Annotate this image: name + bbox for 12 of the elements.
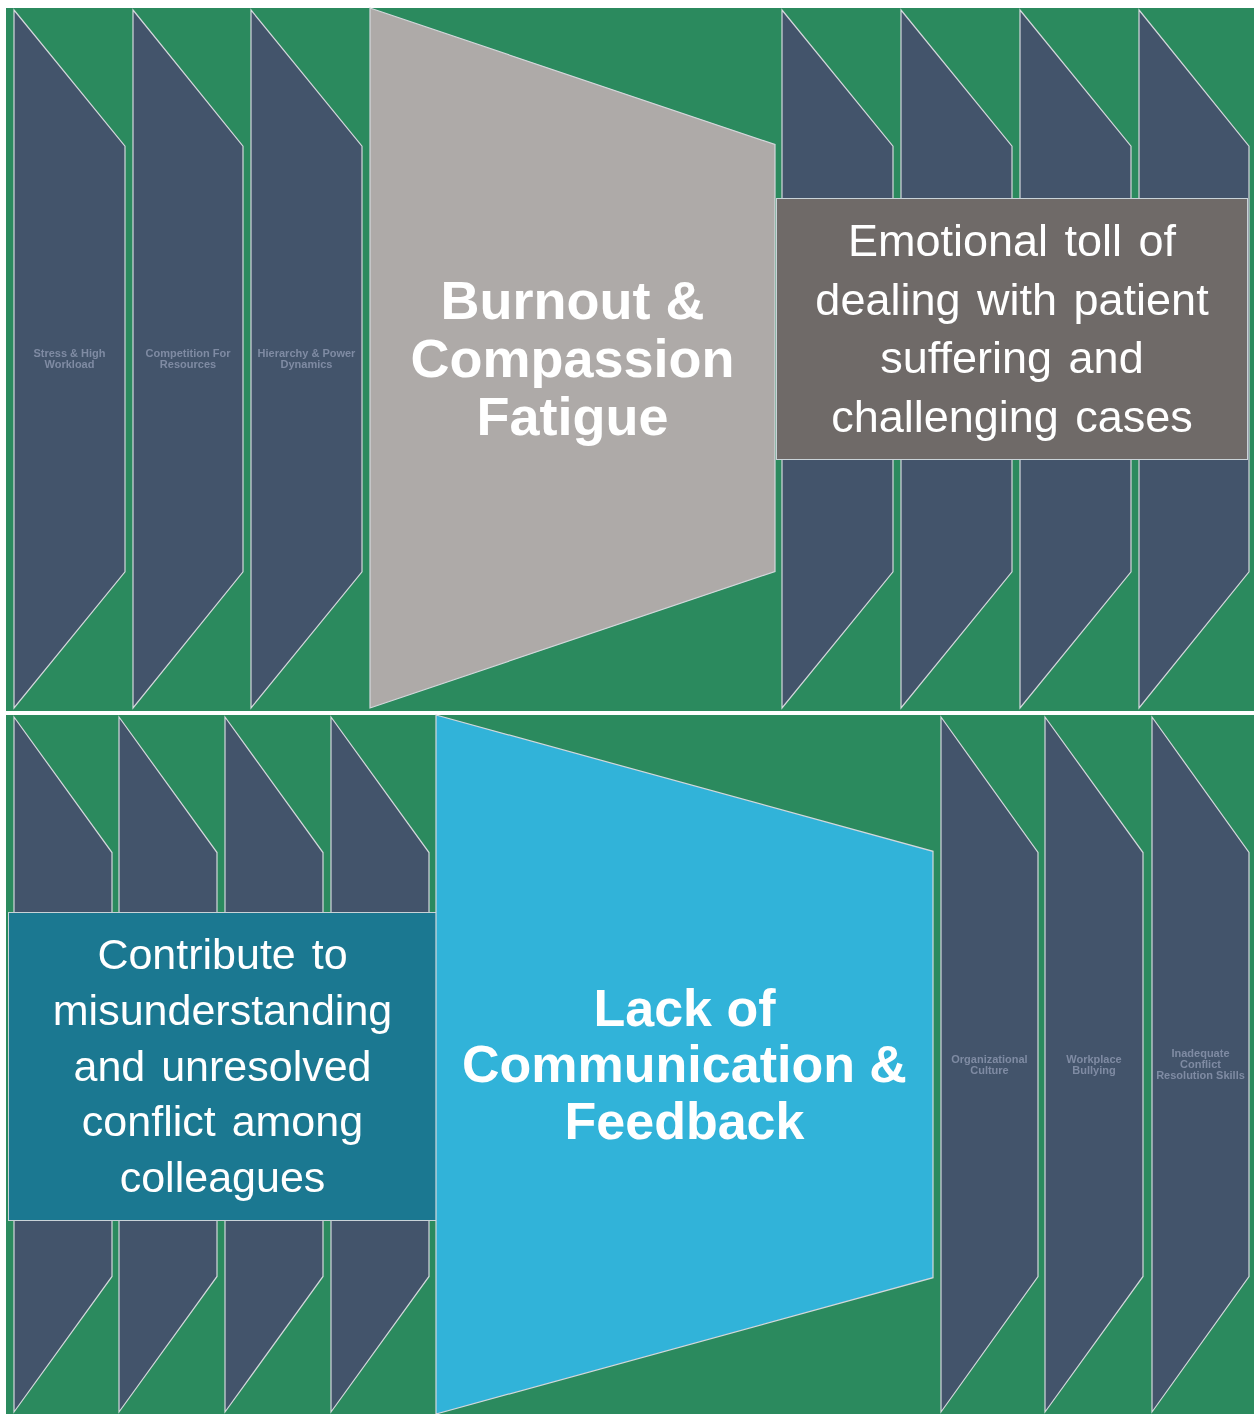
panel-label: Hierarchy & Power Dynamics: [256, 348, 357, 370]
callout-box: [776, 198, 1248, 460]
funnel-title: Lack of Communication & Feedback: [461, 980, 908, 1149]
callout-text: Contribute to misunderstanding and unresolved conflict among colleagues: [51, 928, 394, 1204]
panel-label: Organizational Culture: [950, 1053, 1029, 1076]
funnel-title: Burnout & Compassion Fatigue: [409, 270, 736, 446]
callout-text: Emotional toll of dealing with patient suffering and challenging cases: [814, 214, 1210, 444]
panel-label: Workplace Bullying: [1065, 1053, 1123, 1076]
callout-box: [8, 912, 437, 1221]
panel-label: Stress & High Workload: [32, 348, 107, 370]
panel-label: Competition For Resources: [144, 348, 232, 370]
panel-label: Inadequate Conflict Resolution Skills: [1155, 1048, 1246, 1081]
